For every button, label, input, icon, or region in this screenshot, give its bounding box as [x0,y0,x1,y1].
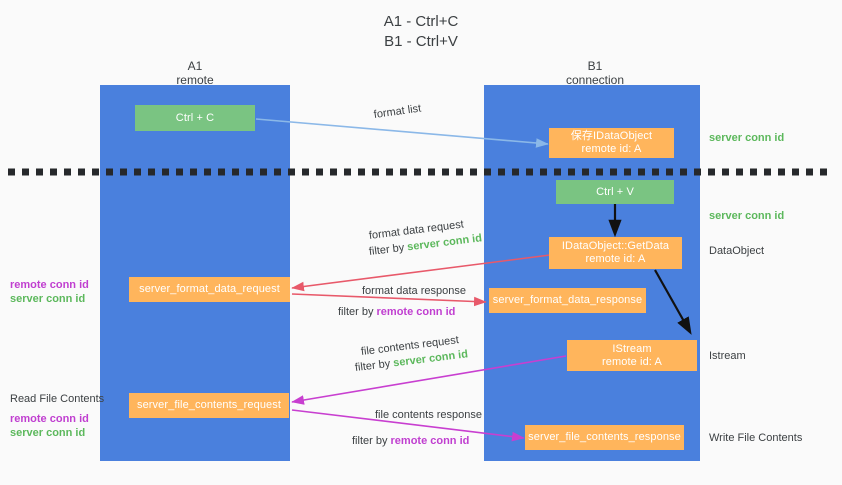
lane-caption-a1-role: remote [176,73,214,87]
edge-label-format-data-response-filter: filter by remote conn id [338,305,455,320]
box-ctrl-c[interactable]: Ctrl + C [135,105,255,131]
filter-prefix-text: filter by [368,241,408,259]
annotation-mid-remote-conn-id: remote conn id [10,279,89,291]
box-server-file-contents-request[interactable]: server_file_contents_request [129,393,289,418]
edge-label-format-list: format list [373,102,422,122]
box-server-file-contents-response[interactable]: server_file_contents_response [525,425,684,450]
diagram-title-line2: B1 - Ctrl+V [384,33,458,50]
box-idataobject-getdata[interactable]: IDataObject::GetData remote id: A [549,237,682,269]
filter-prefix-text: filter by [338,306,377,318]
box-server-format-data-request[interactable]: server_format_data_request [129,277,290,302]
filter-prefix-text: filter by [354,357,394,375]
annotation-low-server-conn-id: server conn id [10,427,86,439]
annotation-server-conn-id-top: server conn id [709,132,785,144]
filter-key-remote-conn-id: remote conn id [376,306,456,318]
edge-label-format-data-response: format data response [362,285,466,297]
filter-prefix-text: filter by [352,435,391,447]
annotation-mid-server-conn-id: server conn id [10,293,86,305]
box-istream[interactable]: IStream remote id: A [567,340,697,371]
lane-caption-b1-name: B1 [587,59,603,73]
annotation-dataobject: DataObject [709,245,765,257]
diagram-title-line1: A1 - Ctrl+C [383,13,459,30]
annotation-istream: Istream [709,350,746,362]
edge-label-file-contents-response: file contents response [375,409,483,421]
box-ctrl-v[interactable]: Ctrl + V [556,180,674,204]
lane-caption-b1-role: connection [565,73,625,87]
annotation-server-conn-id-second: server conn id [709,210,785,222]
annotation-write-file-contents: Write File Contents [709,432,803,444]
box-idataobject-save[interactable]: 保存IDataObject remote id: A [549,128,674,158]
annotation-read-file-contents: Read File Contents [10,393,105,405]
annotation-low-remote-conn-id: remote conn id [10,413,89,425]
filter-key-remote-conn-id: remote conn id [390,435,470,447]
box-server-format-data-response[interactable]: server_format_data_response [489,288,646,313]
edge-label-file-contents-response-filter: filter by remote conn id [352,434,469,449]
lane-caption-a1-name: A1 [187,59,203,73]
